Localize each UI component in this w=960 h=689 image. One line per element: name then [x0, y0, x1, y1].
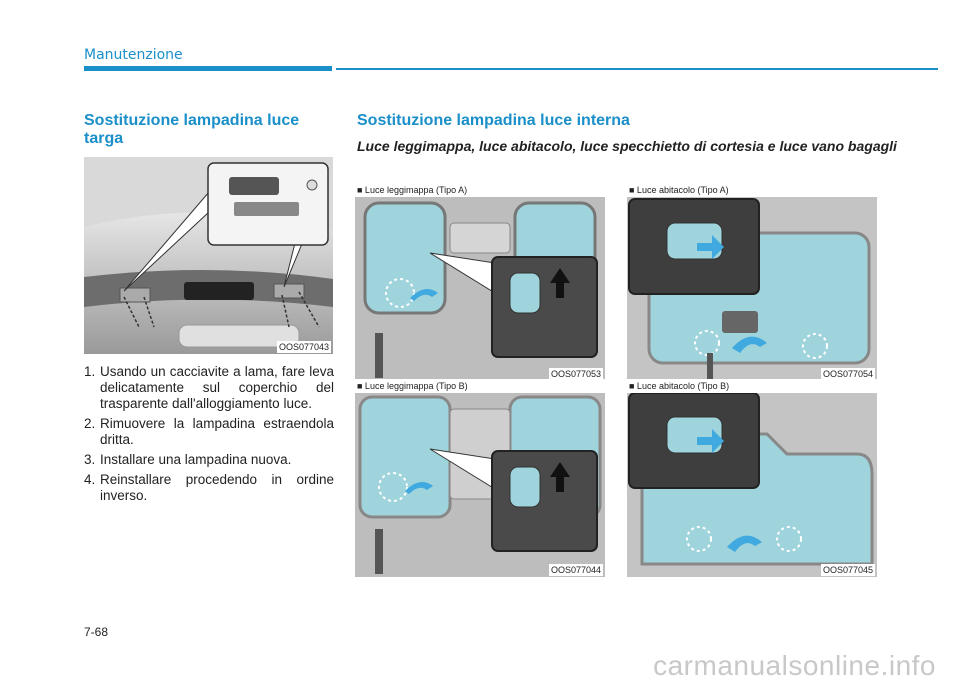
step-text: Rimuovere la lampadina estraendola dritt…	[100, 416, 334, 447]
license-plate-illustration	[84, 157, 333, 354]
room-lamp-a-figure: ■ Luce abitacolo (Tipo A) OOS077054	[627, 183, 877, 381]
figure-caption: ■ Luce leggimappa (Tipo A)	[355, 183, 605, 197]
figure-code: OOS077054	[820, 368, 875, 380]
step-number: 3.	[84, 452, 96, 467]
figure-caption: ■ Luce abitacolo (Tipo A)	[627, 183, 877, 197]
watermark: carmanualsonline.info	[653, 650, 936, 681]
page-number: 7-68	[84, 625, 109, 639]
step-text: Reinstallare procedendo in ordine invers…	[100, 472, 334, 503]
room-lamp-b-illustration	[627, 379, 877, 577]
step-item: 4. Reinstallare procedendo in ordine inv…	[84, 472, 334, 504]
figure-code: OOS077044	[548, 564, 603, 576]
figure-code: OOS077045	[820, 564, 875, 576]
room-lamp-a-illustration	[627, 183, 877, 381]
step-text: Usando un cacciavite a lama, fare leva d…	[100, 364, 334, 411]
interior-light-heading: Sostituzione lampadina luce interna	[357, 112, 630, 129]
figure-code: OOS077053	[548, 368, 603, 380]
license-plate-figure: OOS077043	[84, 157, 333, 354]
header-rule-thick	[84, 66, 332, 71]
section-label: Manutenzione	[84, 47, 183, 63]
step-text: Installare una lampadina nuova.	[100, 452, 292, 467]
map-lamp-a-illustration	[355, 183, 605, 381]
map-lamp-a-figure: ■ Luce leggimappa (Tipo A) OOS077053	[355, 183, 605, 381]
room-lamp-b-figure: ■ Luce abitacolo (Tipo B) OOS077045	[627, 379, 877, 577]
map-lamp-b-figure: ■ Luce leggimappa (Tipo B) OOS077044	[355, 379, 605, 577]
license-plate-heading: Sostituzione lampadina luce targa	[84, 112, 300, 147]
map-lamp-b-illustration	[355, 379, 605, 577]
figure-caption: ■ Luce leggimappa (Tipo B)	[355, 379, 605, 393]
step-item: 2. Rimuovere la lampadina estraendola dr…	[84, 416, 334, 448]
figure-caption: ■ Luce abitacolo (Tipo B)	[627, 379, 877, 393]
step-item: 1. Usando un cacciavite a lama, fare lev…	[84, 364, 334, 412]
step-number: 2.	[84, 416, 96, 431]
step-item: 3. Installare una lampadina nuova.	[84, 452, 334, 468]
step-number: 4.	[84, 472, 96, 487]
procedure-steps: 1. Usando un cacciavite a lama, fare lev…	[84, 364, 334, 508]
header-rule-thin	[336, 68, 938, 70]
interior-light-subheading: Luce leggimappa, luce abitacolo, luce sp…	[357, 138, 897, 154]
figure-code: OOS077043	[276, 341, 331, 353]
step-number: 1.	[84, 364, 96, 379]
